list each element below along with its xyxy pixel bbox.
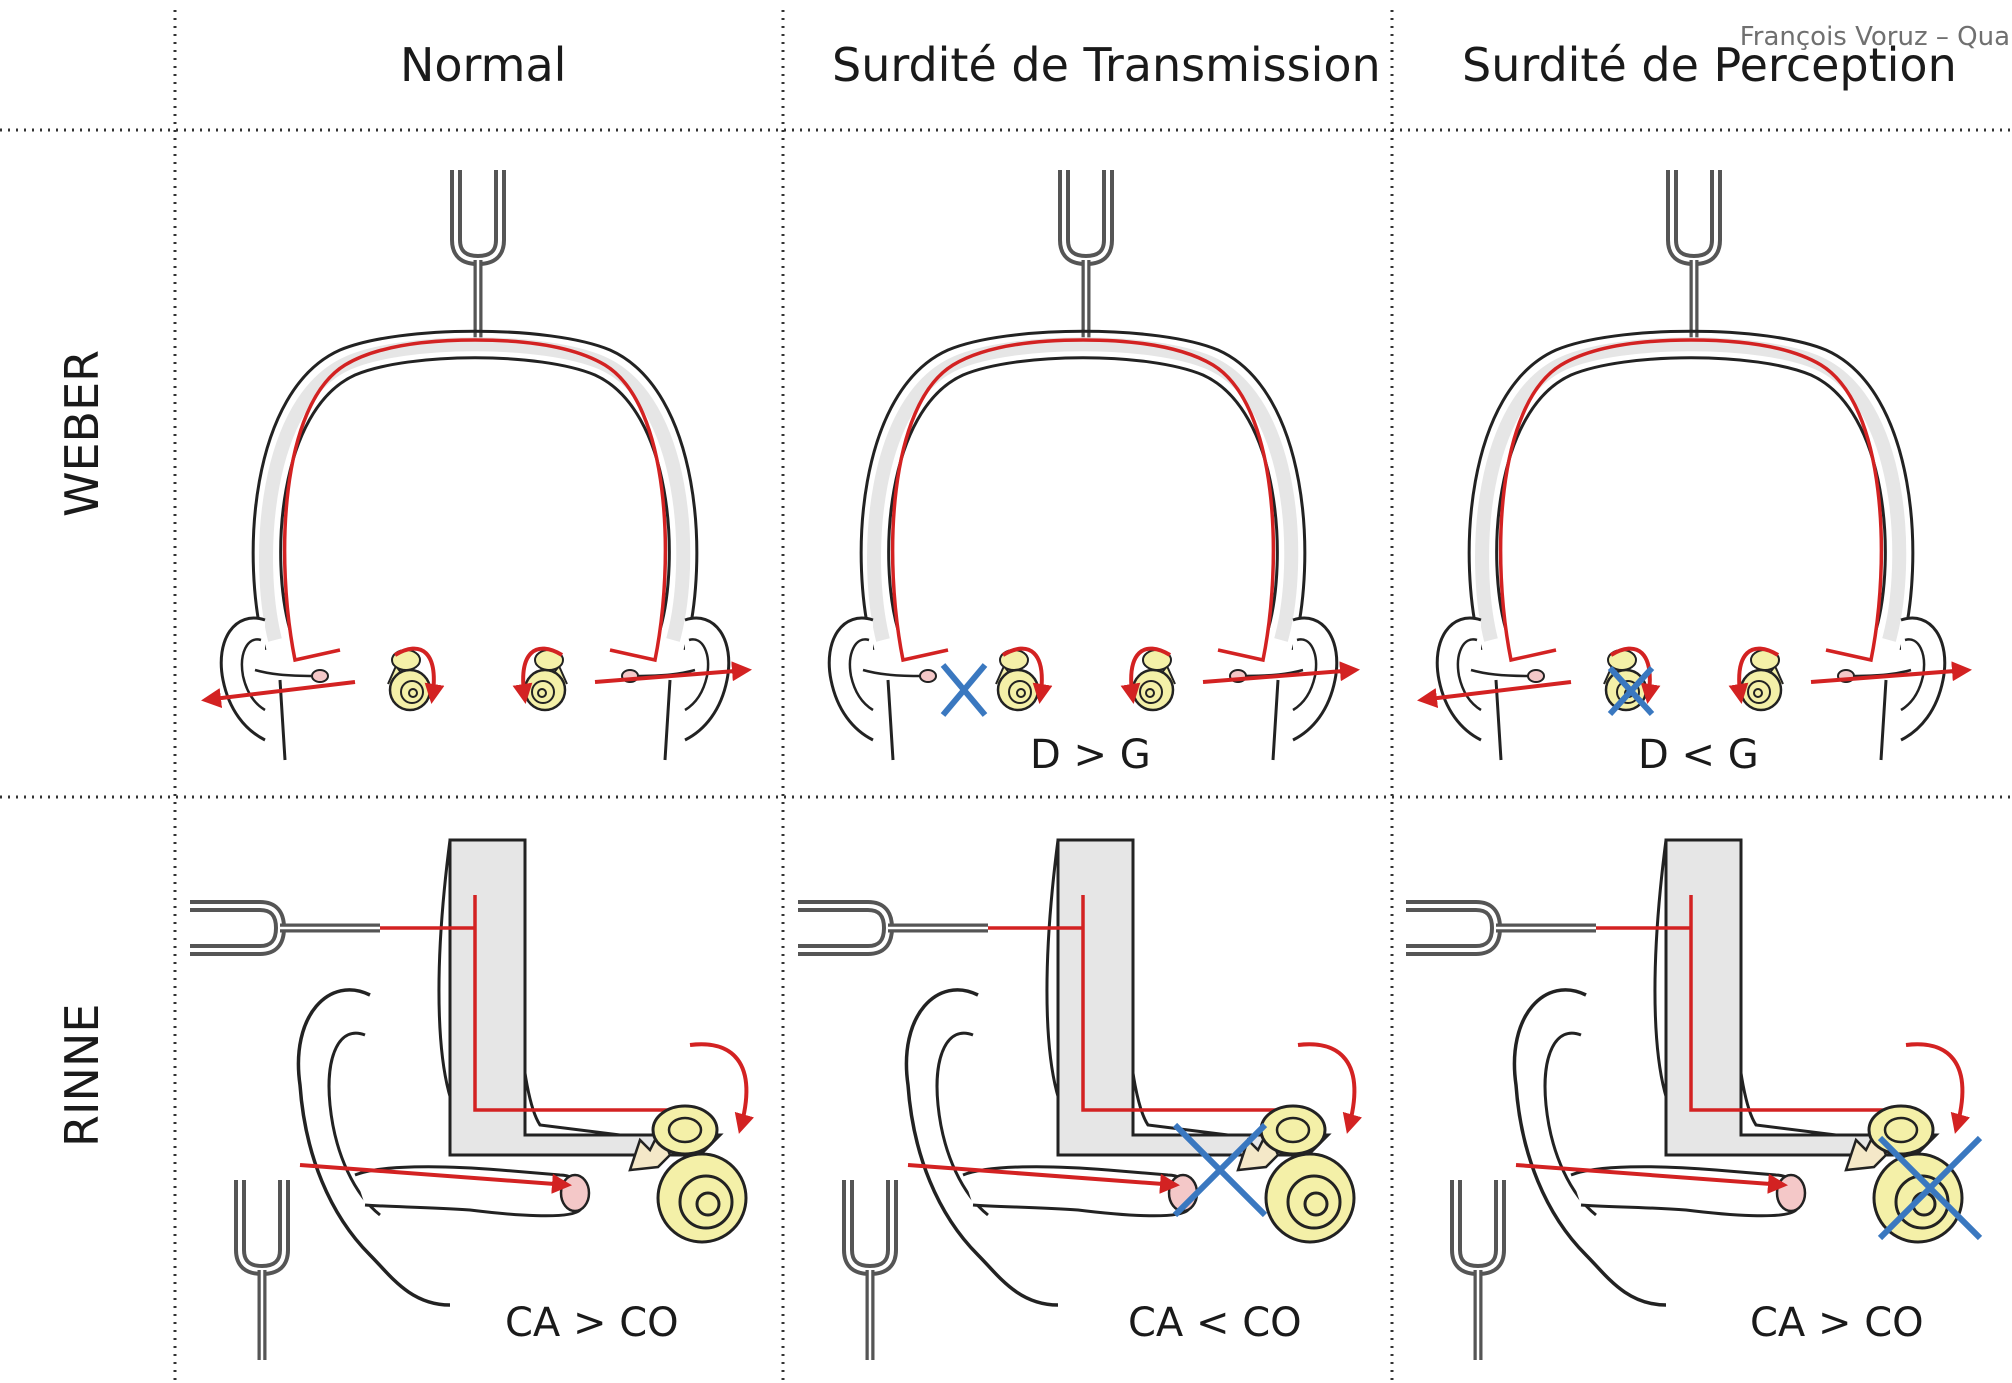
row-title-weber: WEBER (55, 397, 109, 517)
tuning-fork-icon (1064, 170, 1108, 350)
ear-cross-section (906, 840, 1328, 1305)
inner-ear-right-icon (1741, 650, 1783, 710)
inner-ear-icon (630, 1106, 746, 1242)
rinne-perception-panel (1406, 840, 1980, 1360)
inner-ear-right-icon (1133, 650, 1175, 710)
weber-transmission-panel (829, 170, 1356, 760)
inner-ear-icon (1238, 1106, 1354, 1242)
column-title-transmission: Surdité de Transmission (832, 38, 1381, 92)
inner-ear-left-icon (996, 650, 1038, 710)
skull-diagram (1437, 331, 1945, 760)
inner-ear-right-icon (525, 650, 567, 710)
column-title-normal: Normal (400, 38, 566, 92)
tuning-fork-bone-icon (798, 906, 988, 950)
tuning-fork-icon (456, 170, 500, 350)
rinne-normal-panel (190, 840, 746, 1360)
rinne-result-transmission: CA < CO (1128, 1300, 1302, 1346)
column-title-perception: Surdité de Perception (1462, 38, 1957, 92)
tuning-fork-air-icon (1456, 1180, 1500, 1360)
rinne-result-normal: CA > CO (505, 1300, 679, 1346)
tuning-fork-air-icon (848, 1180, 892, 1360)
rinne-result-perception: CA > CO (1750, 1300, 1924, 1346)
skull-diagram (221, 331, 729, 760)
tuning-fork-bone-icon (1406, 906, 1596, 950)
weber-perception-panel (1421, 170, 1968, 760)
ear-cross-section (1514, 840, 1936, 1305)
rinne-transmission-panel (798, 840, 1354, 1360)
skull-diagram (829, 331, 1337, 760)
weber-result-perception: D < G (1638, 732, 1759, 778)
weber-normal-panel (205, 170, 748, 760)
ear-cross-section (298, 840, 720, 1305)
weber-result-transmission: D > G (1030, 732, 1151, 778)
tuning-fork-icon (1672, 170, 1716, 350)
tuning-fork-air-icon (240, 1180, 284, 1360)
block-x-icon (943, 665, 985, 715)
tuning-fork-bone-icon (190, 906, 380, 950)
row-title-rinne: RINNE (55, 1027, 109, 1147)
inner-ear-left-icon (388, 650, 430, 710)
